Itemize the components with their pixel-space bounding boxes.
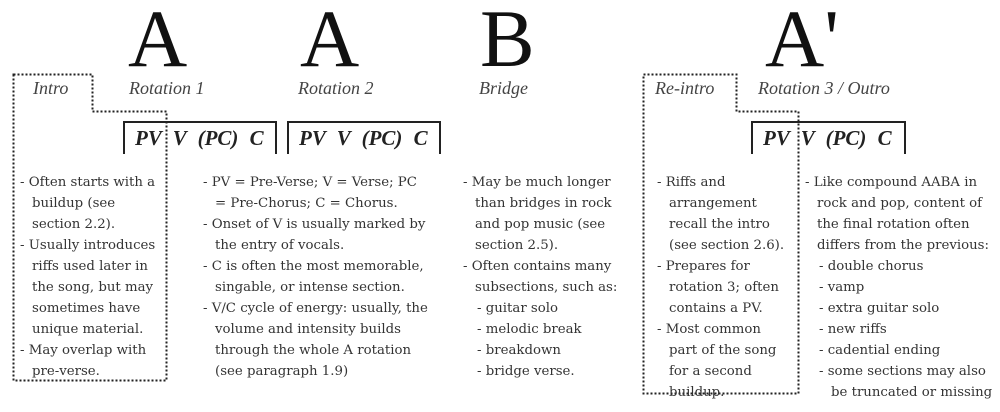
note: - May overlap with pre-verse. [20,343,147,379]
subnote: - some sections may also be truncated or… [819,364,993,400]
rotation-2-bracket: PV V (PC) C [287,121,441,154]
subnote: - melodic break [477,322,582,337]
note: - Onset of V is usually marked by the en… [203,217,426,253]
note: - Like compound AABA in rock and pop, co… [805,175,989,253]
note: - Often contains many subsections, such … [463,259,618,295]
note: - Usually introduces riffs used later in… [20,238,156,337]
form-letter-b: B [480,0,535,84]
subnote: - cadential ending [819,343,941,358]
section-reintro: Re-intro [655,78,715,98]
rotation-1-bracket: PV V (PC) C [123,121,277,154]
section-rotation-3: Rotation 3 / Outro [758,78,890,98]
note: - V/C cycle of energy: usually, the volu… [203,301,428,379]
outro-notes: - Like compound AABA in rock and pop, co… [805,172,1000,403]
subnote: - double chorus [819,259,924,274]
intro-outline [12,73,168,382]
note: - PV = Pre-Verse; V = Verse; PC = Pre-Ch… [203,175,417,211]
reintro-outline [642,73,800,395]
reintro-notes: - Riffs and arrangement recall the intro… [657,172,789,403]
intro-notes: - Often starts with a buildup (see secti… [20,172,160,382]
note: - Often starts with a buildup (see secti… [20,175,156,232]
subnote: - bridge verse. [477,364,575,379]
subnote: - guitar solo [477,301,558,316]
section-rotation-1: Rotation 1 [129,78,205,98]
bridge-notes: - May be much longer than bridges in roc… [463,172,623,382]
form-letter-a1: A [128,0,188,84]
note: - May be much longer than bridges in roc… [463,175,612,253]
rotation-3-bracket: PV V (PC) C [751,121,906,154]
note: - Riffs and arrangement recall the intro… [657,175,785,253]
subnote: - breakdown [477,343,561,358]
subnote: - new riffs [819,322,887,337]
subnote: - extra guitar solo [819,301,940,316]
note: - Most common part of the song for a sec… [657,322,777,400]
form-letter-a2: A [300,0,360,84]
subnote: - vamp [819,280,865,295]
section-bridge: Bridge [479,78,528,98]
note: - C is often the most memorable, singabl… [203,259,424,295]
section-intro: Intro [33,78,69,98]
section-rotation-2: Rotation 2 [298,78,374,98]
note: - Prepares for rotation 3; often contain… [657,259,779,316]
form-letter-a-prime: A' [765,0,839,84]
rotation-notes: - PV = Pre-Verse; V = Verse; PC = Pre-Ch… [203,172,428,382]
